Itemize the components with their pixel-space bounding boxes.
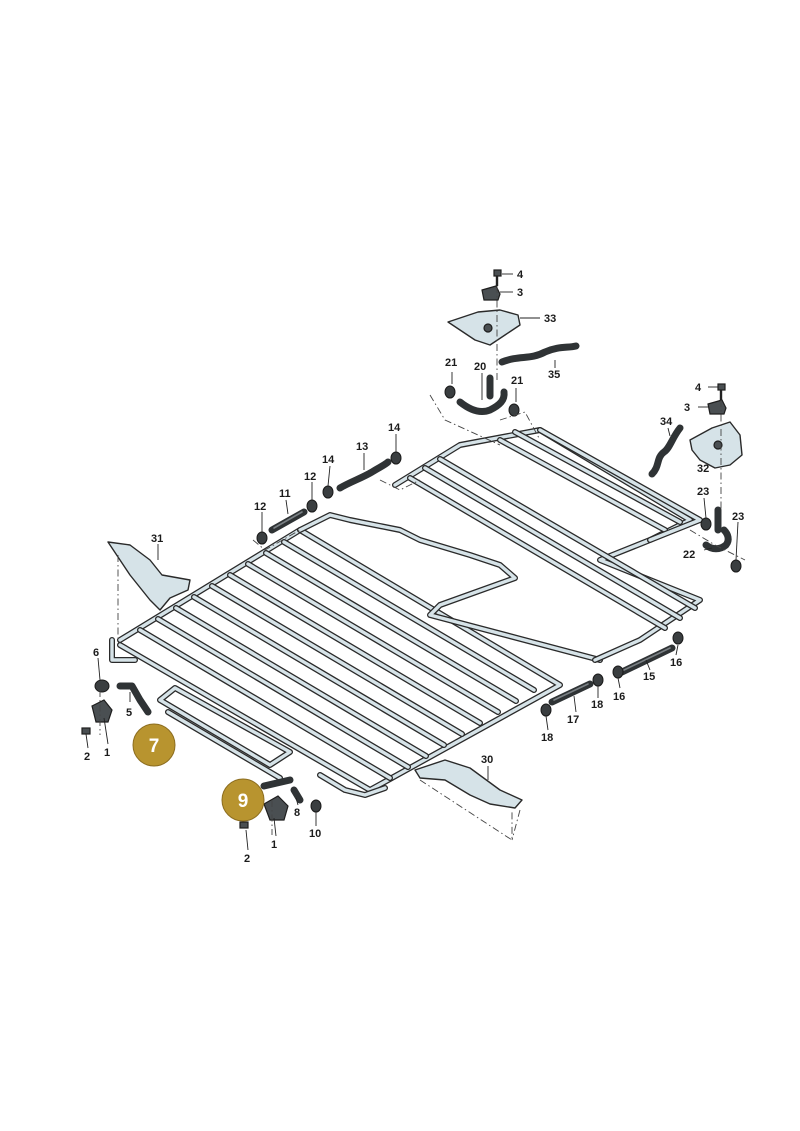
callout-1-left: 1 <box>104 747 110 759</box>
callout-32: 32 <box>697 463 709 475</box>
callout-30: 30 <box>481 754 493 766</box>
callout-15: 15 <box>643 671 655 683</box>
callout-34: 34 <box>660 416 673 428</box>
badge-7[interactable]: 7 <box>132 723 176 767</box>
callout-1-center: 1 <box>271 839 277 851</box>
callout-33: 33 <box>544 313 556 325</box>
bolt-4-right <box>717 383 726 400</box>
callout-16-right: 16 <box>670 657 682 669</box>
valve-assembly-left <box>81 682 152 735</box>
callout-16-left: 16 <box>613 691 625 703</box>
callout-4-right: 4 <box>695 382 702 394</box>
callout-23-left: 23 <box>697 486 709 498</box>
callout-5: 5 <box>126 707 132 719</box>
clamps <box>94 385 742 813</box>
front-grid-bars <box>137 539 537 781</box>
callout-17: 17 <box>567 714 579 726</box>
callout-21-right: 21 <box>511 375 523 387</box>
callout-12-left: 12 <box>254 501 266 513</box>
hose-35 <box>498 342 580 366</box>
bracket-33 <box>447 309 521 346</box>
callout-2-center: 2 <box>244 853 250 865</box>
assembly-lines <box>99 286 746 841</box>
callout-14-right: 14 <box>388 422 401 434</box>
callout-18-left: 18 <box>541 732 553 744</box>
elbow-22 <box>702 506 732 553</box>
badge-9-label: 9 <box>238 791 249 812</box>
callout-3-top: 3 <box>517 287 523 299</box>
callout-22: 22 <box>683 549 695 561</box>
hose-13 <box>336 458 392 492</box>
valve-assembly-center <box>239 776 304 829</box>
bracket-31 <box>107 541 191 611</box>
bolt-4-top <box>493 269 502 286</box>
callout-11: 11 <box>279 488 291 500</box>
callout-3-right: 3 <box>684 402 690 414</box>
callout-4-top: 4 <box>517 269 524 281</box>
callout-10: 10 <box>309 828 321 840</box>
rear-heating-grid <box>392 427 703 663</box>
callout-18-right: 18 <box>591 699 603 711</box>
badge-9[interactable]: 9 <box>221 778 265 822</box>
nut-3-right <box>707 399 727 415</box>
elbow-20 <box>456 374 508 416</box>
callout-23-right: 23 <box>732 511 744 523</box>
hose-34 <box>648 424 684 478</box>
front-heating-grid <box>109 512 603 798</box>
hose-11 <box>268 508 308 534</box>
nut-3-top <box>481 285 501 301</box>
callout-12-right: 12 <box>304 471 316 483</box>
callout-8: 8 <box>294 807 300 819</box>
callout-35: 35 <box>548 369 560 381</box>
callout-31: 31 <box>151 533 163 545</box>
callout-2-left: 2 <box>84 751 90 763</box>
badge-7-label: 7 <box>149 736 160 757</box>
callout-13: 13 <box>356 441 368 453</box>
callout-14-left: 14 <box>322 454 335 466</box>
callout-21-left: 21 <box>445 357 457 369</box>
callout-20: 20 <box>474 361 486 373</box>
callout-6: 6 <box>93 647 99 659</box>
bracket-30 <box>414 759 523 809</box>
hose-15 <box>618 644 676 676</box>
hose-17 <box>548 680 594 706</box>
bracket-32 <box>689 421 743 469</box>
callout-numbers: 4 3 33 35 21 20 21 4 3 34 32 23 23 22 14… <box>84 269 744 865</box>
leaders <box>85 273 739 851</box>
